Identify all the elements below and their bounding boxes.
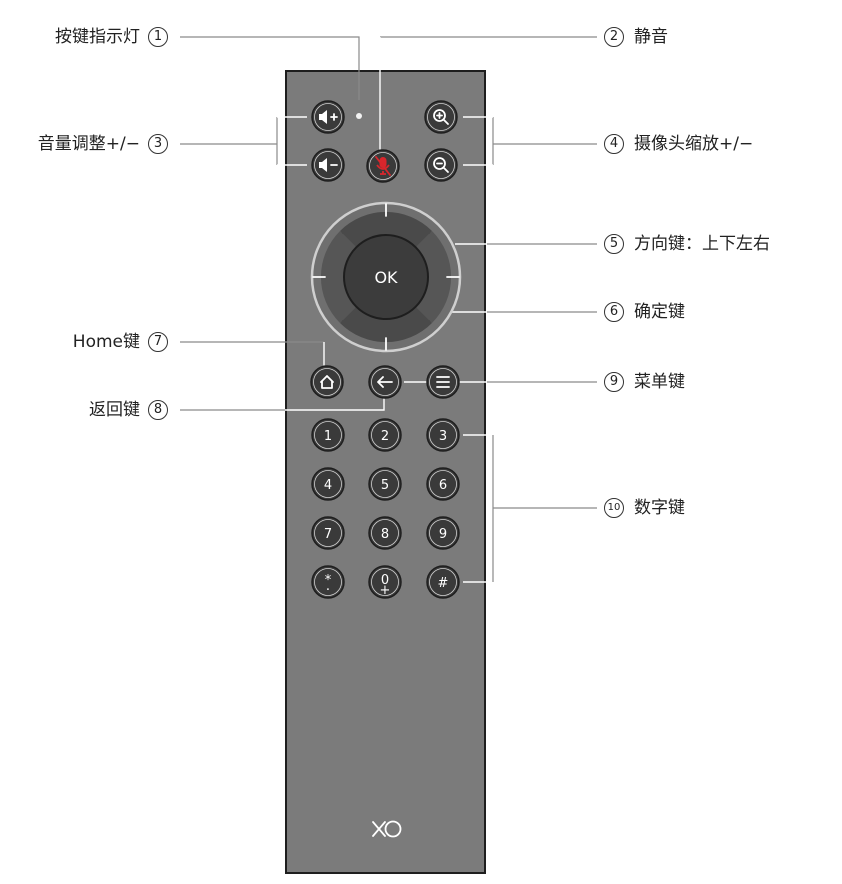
number-key-label: #	[438, 576, 449, 591]
number-key-sublabel: +	[380, 583, 391, 598]
callout-indicator-light: 按键指示灯 1	[55, 26, 168, 48]
callout-number: 4	[604, 134, 624, 154]
magnifier-icon	[433, 109, 446, 122]
callout-label: 方向键：上下左右	[634, 234, 770, 254]
callout-number: 9	[604, 372, 624, 392]
number-key-3[interactable]: 3	[426, 418, 460, 452]
callout-number: 2	[604, 27, 624, 47]
number-key-label: 0	[381, 573, 389, 588]
callout-label: 静音	[634, 27, 668, 47]
callout-volume: 音量调整+/− 3	[38, 133, 168, 155]
ok-button[interactable]	[343, 234, 429, 320]
callout-number: 3	[148, 134, 168, 154]
back-button[interactable]	[368, 365, 402, 399]
callout-menu-key: 9 菜单键	[604, 371, 685, 393]
menu-icon	[436, 376, 450, 388]
magnifier-icon	[433, 157, 446, 170]
number-key-0[interactable]: 0+	[368, 565, 402, 599]
callout-label: 数字键	[634, 498, 685, 518]
callout-number: 6	[604, 302, 624, 322]
number-key-7[interactable]: 7	[311, 516, 345, 550]
number-key-hash[interactable]: #	[426, 565, 460, 599]
callout-ok-key: 6 确定键	[604, 301, 685, 323]
number-key-label: 4	[324, 478, 332, 493]
menu-button[interactable]	[426, 365, 460, 399]
home-button[interactable]	[310, 365, 344, 399]
number-key-label: 3	[439, 429, 447, 444]
callout-label: 菜单键	[634, 372, 685, 392]
callout-back-key: 返回键 8	[89, 399, 168, 421]
number-key-sublabel: ·	[326, 583, 330, 598]
leader-indicator-light	[180, 36, 360, 100]
callout-mute: 2 静音	[604, 26, 668, 48]
number-key-4[interactable]: 4	[311, 467, 345, 501]
number-key-label: 5	[381, 478, 389, 493]
plus-icon	[330, 113, 338, 121]
number-key-5[interactable]: 5	[368, 467, 402, 501]
number-key-label: 8	[381, 527, 389, 542]
number-key-label: *	[325, 573, 332, 588]
speaker-icon	[319, 158, 327, 172]
number-key-label: 7	[324, 527, 332, 542]
callout-home-key: Home键 7	[73, 331, 168, 353]
number-key-label: 6	[439, 478, 447, 493]
callout-label: 返回键	[89, 400, 140, 420]
number-key-1[interactable]: 1	[311, 418, 345, 452]
direction-pad: OK	[310, 201, 462, 353]
callout-direction-keys: 5 方向键：上下左右	[604, 233, 770, 255]
number-key-6[interactable]: 6	[426, 467, 460, 501]
callout-number-keys: 10 数字键	[604, 497, 685, 519]
callout-number: 10	[604, 498, 624, 518]
zoom-in-button[interactable]	[424, 100, 458, 134]
callout-number: 7	[148, 332, 168, 352]
number-key-9[interactable]: 9	[426, 516, 460, 550]
callout-label: Home键	[72, 332, 140, 352]
home-icon	[320, 375, 334, 389]
number-key-label: 9	[439, 527, 447, 542]
number-key-label: 1	[324, 429, 332, 444]
callout-camera-zoom: 4 摄像头缩放+/−	[604, 133, 753, 155]
logo-x-shape	[372, 821, 386, 837]
leader-volume-ticks	[277, 116, 307, 166]
callout-number: 5	[604, 234, 624, 254]
volume-down-button[interactable]	[311, 148, 345, 182]
mic-mute-icon	[375, 156, 391, 176]
back-arrow-icon	[377, 376, 393, 388]
callout-label: 音量调整+/−	[37, 134, 140, 154]
callout-label: 按键指示灯	[55, 27, 140, 47]
xo-logo	[372, 820, 402, 838]
mute-button[interactable]	[366, 149, 400, 183]
leader-back-inner	[285, 398, 385, 411]
logo-o-shape	[384, 820, 402, 838]
callout-label: 确定键	[634, 302, 685, 322]
number-key-2[interactable]: 2	[368, 418, 402, 452]
callout-number: 1	[148, 27, 168, 47]
leader-number-ticks	[463, 434, 493, 583]
callout-label: 摄像头缩放+/−	[634, 134, 754, 154]
zoom-plus-icon	[436, 112, 449, 125]
number-key-label: 2	[381, 429, 389, 444]
leader-number-bracket	[492, 435, 597, 582]
ok-label: OK	[374, 268, 398, 287]
leader-zoom-bracket	[492, 117, 597, 165]
volume-up-button[interactable]	[311, 100, 345, 134]
zoom-minus-icon	[436, 162, 449, 173]
leader-zoom-ticks	[463, 116, 493, 166]
indicator-light	[356, 113, 362, 119]
zoom-out-button[interactable]	[424, 148, 458, 182]
number-key-8[interactable]: 8	[368, 516, 402, 550]
dpad-tick-marks	[312, 203, 460, 351]
numeric-keypad: 1 2 3 4 5 6 7 8 9 *· 0+ #	[311, 418, 460, 599]
number-key-star[interactable]: *·	[311, 565, 345, 599]
callout-number: 8	[148, 400, 168, 420]
speaker-icon	[319, 110, 327, 124]
